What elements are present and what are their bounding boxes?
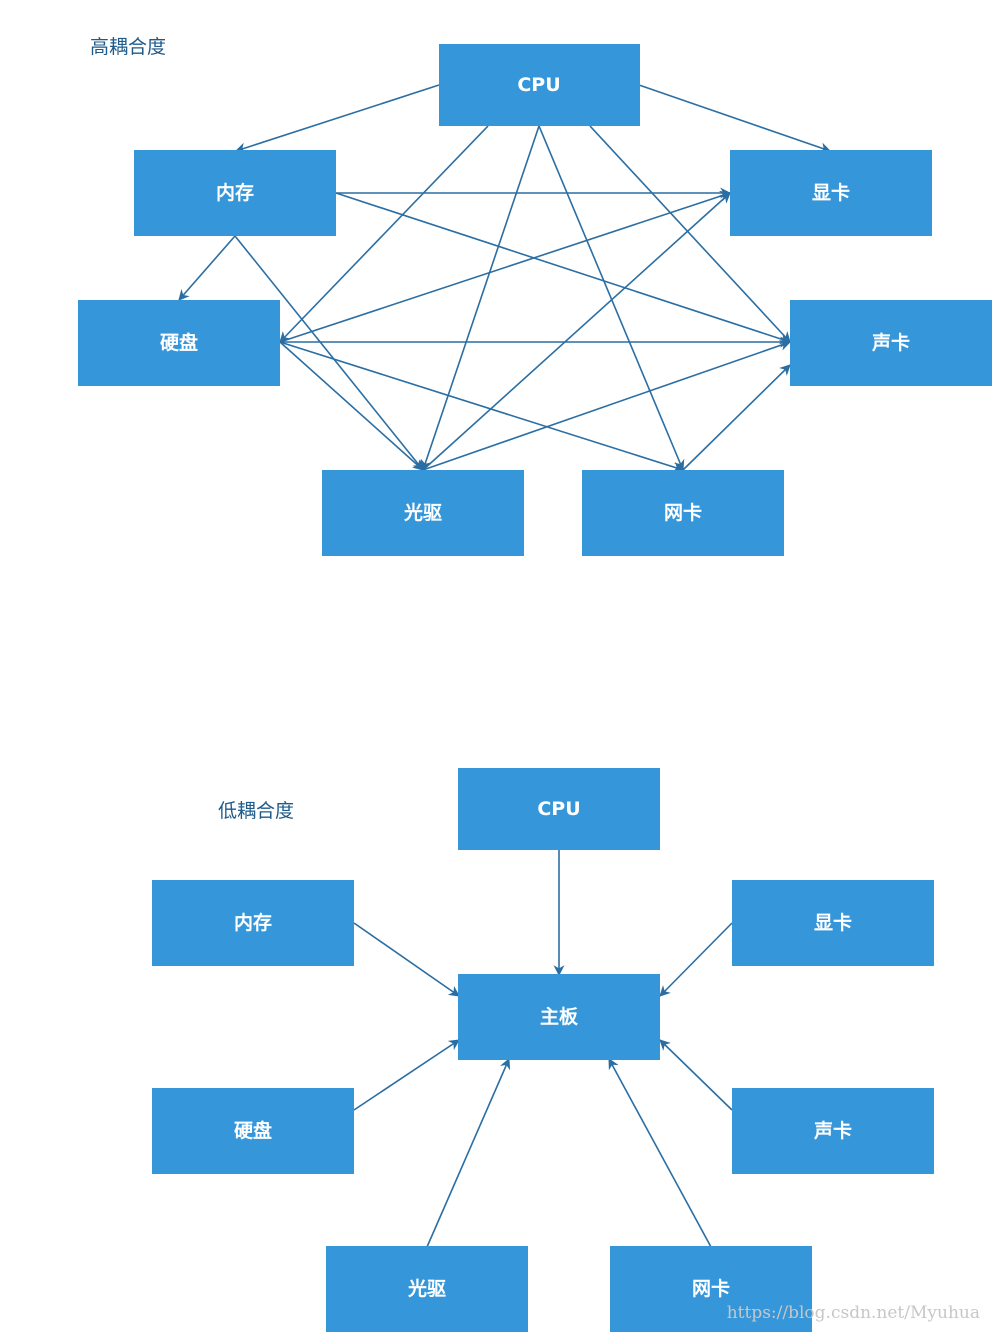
watermark-text: https://blog.csdn.net/Myuhua (727, 1303, 980, 1323)
low-node-motherboard[interactable]: 主板 (458, 974, 660, 1060)
edge-mem-board (353, 922, 460, 997)
high-node-graphics-card-label: 显卡 (812, 181, 850, 204)
edge-cpu-hdd (279, 125, 489, 343)
high-node-hard-disk[interactable]: 硬盘 (78, 300, 280, 386)
high-node-hard-disk-label: 硬盘 (160, 331, 198, 354)
edge-hdd-net (279, 341, 685, 473)
edge-mem-hdd (178, 235, 236, 301)
low-node-hard-disk-label: 硬盘 (234, 1119, 272, 1142)
edge-cpu-gpu (638, 84, 832, 153)
high-node-graphics-card[interactable]: 显卡 (730, 150, 932, 236)
edge-odd-snd (422, 340, 792, 471)
low-node-cpu-label: CPU (537, 798, 580, 820)
edge-hdd-board (353, 1039, 460, 1111)
high-coupling-edges (178, 84, 832, 473)
low-node-network-card[interactable]: 网卡 (610, 1246, 812, 1332)
high-node-memory[interactable]: 内存 (134, 150, 336, 236)
high-node-memory-label: 内存 (216, 181, 254, 204)
edge-odd-gpu (422, 192, 731, 471)
low-node-cpu[interactable]: CPU (458, 768, 660, 850)
high-node-optical-drive[interactable]: 光驱 (322, 470, 524, 556)
edge-mem-snd (335, 192, 792, 345)
low-node-hard-disk[interactable]: 硬盘 (152, 1088, 354, 1174)
low-coupling-title: 低耦合度 (218, 800, 294, 822)
high-node-network-card[interactable]: 网卡 (582, 470, 784, 556)
edge-odd-board (426, 1057, 511, 1248)
low-node-optical-drive-label: 光驱 (407, 1277, 446, 1300)
low-node-sound-card[interactable]: 声卡 (732, 1088, 934, 1174)
low-node-memory[interactable]: 内存 (152, 880, 354, 966)
edge-cpu-mem (234, 84, 440, 154)
high-coupling-title: 高耦合度 (90, 36, 166, 58)
edge-hdd-odd (279, 341, 424, 471)
edge-hdd-gpu (279, 190, 732, 343)
edge-mem-odd (234, 235, 424, 471)
high-node-optical-drive-label: 光驱 (403, 501, 442, 524)
low-coupling-edges (353, 850, 733, 1248)
low-node-network-card-label: 网卡 (692, 1277, 730, 1300)
low-node-motherboard-label: 主板 (540, 1005, 579, 1028)
edge-cpu-snd (589, 125, 791, 343)
low-node-optical-drive[interactable]: 光驱 (326, 1246, 528, 1332)
edge-cpu-net (538, 125, 685, 472)
low-node-sound-card-label: 声卡 (813, 1119, 852, 1142)
edge-net-board (608, 1058, 712, 1248)
high-node-sound-card[interactable]: 声卡 (790, 300, 992, 386)
high-node-sound-card-label: 声卡 (871, 331, 910, 354)
edge-snd-board (659, 1039, 733, 1111)
low-node-graphics-card[interactable]: 显卡 (732, 880, 934, 966)
edge-cpu-odd (420, 125, 540, 472)
high-node-cpu[interactable]: CPU (439, 44, 640, 126)
edge-net-snd (682, 364, 791, 471)
high-node-cpu-label: CPU (517, 74, 560, 96)
high-node-network-card-label: 网卡 (664, 501, 702, 524)
edge-gpu-board (659, 922, 733, 997)
low-node-memory-label: 内存 (234, 911, 272, 934)
low-node-graphics-card-label: 显卡 (814, 911, 852, 934)
